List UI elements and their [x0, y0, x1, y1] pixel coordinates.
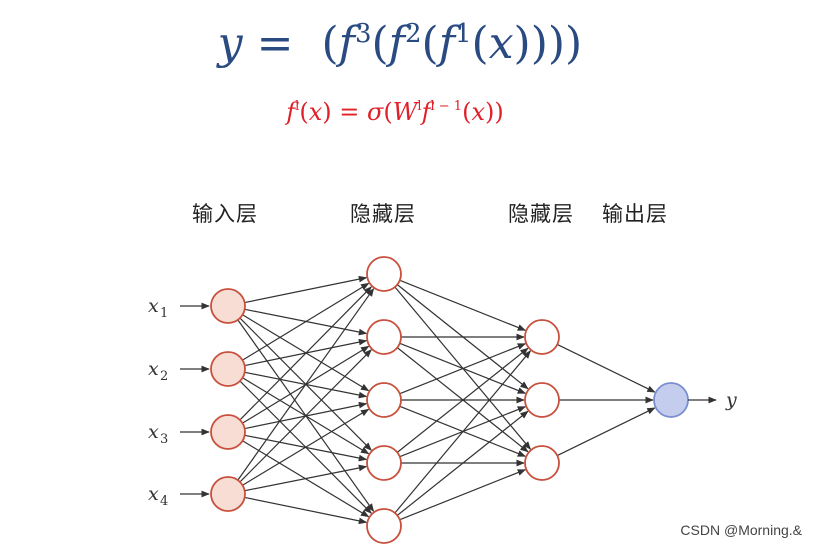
- formula-equals: =: [256, 18, 294, 69]
- hidden2-node-3: [524, 445, 560, 481]
- input-label-2: x: [148, 358, 159, 380]
- formula-f1: f: [438, 18, 455, 69]
- formula-sup-1: 1: [454, 19, 472, 49]
- sub-formula-equals: =: [339, 98, 360, 126]
- hidden-layer-1-label: 隐藏层: [350, 202, 416, 226]
- watermark: CSDN @Morning.&: [680, 522, 802, 538]
- input-label-3: x: [148, 421, 159, 443]
- connection-l1-3-to-1: [239, 286, 372, 421]
- sub-formula-W-sup: l: [417, 99, 422, 114]
- connection-l1-2-to-1: [242, 282, 370, 361]
- formula-f3: f: [338, 18, 355, 69]
- sub-formula-f: f: [286, 98, 296, 126]
- connection-l1-1-to-1: [244, 275, 368, 304]
- sub-formula-x-inner: x: [471, 98, 485, 126]
- sub-formula-sigma: σ: [366, 98, 384, 126]
- hidden2-node-1: [524, 319, 560, 355]
- network-nodes: [210, 256, 689, 544]
- formula-f2: f: [388, 18, 405, 69]
- network-composition-formula: y = (f3(f2(f1(x)))): [217, 18, 583, 69]
- sub-formula-f-inner: f: [421, 98, 431, 126]
- connection-l3-3-to-1: [557, 407, 656, 457]
- input-label-4: x: [148, 483, 159, 505]
- connection-l2-4-to-1: [396, 347, 529, 453]
- connection-l2-5-to-1: [394, 350, 531, 514]
- input-subscript-3: 3: [160, 432, 168, 447]
- hidden1-node-4: [366, 445, 402, 481]
- hidden2-node-2: [524, 382, 560, 418]
- formula-y: y: [217, 18, 243, 69]
- formula-sup-3: 3: [354, 19, 372, 49]
- output-node-1: [653, 382, 689, 418]
- input-node-4: [210, 476, 246, 512]
- input-subscript-4: 4: [160, 494, 168, 509]
- sub-formula-x: x: [308, 98, 323, 126]
- network-edges: [237, 275, 656, 525]
- hidden1-node-5: [366, 508, 402, 544]
- hidden-layer-2-label: 隐藏层: [508, 202, 574, 226]
- formula-sup-2: 2: [404, 19, 422, 49]
- connection-l2-1-to-1: [399, 279, 527, 331]
- hidden1-node-1: [366, 256, 402, 292]
- input-node-1: [210, 288, 246, 324]
- layer-formula: fl(x) = σ(Wlfl − 1(x)): [286, 98, 504, 126]
- sub-formula-f-inner-sup: l − 1: [430, 99, 463, 114]
- connection-l1-4-to-2: [239, 349, 372, 483]
- connection-l2-5-to-3: [399, 469, 527, 521]
- sub-formula-sup-l: l: [295, 99, 300, 114]
- output-layer-label: 输出层: [602, 202, 668, 226]
- input-subscript-1: 1: [160, 306, 168, 321]
- input-subscript-2: 2: [160, 369, 168, 384]
- connection-l1-4-to-3: [242, 408, 370, 486]
- connection-l2-5-to-2: [396, 410, 529, 516]
- sub-formula-W: W: [392, 98, 418, 126]
- connection-l3-1-to-1: [557, 343, 656, 393]
- connection-l1-4-to-5: [244, 496, 368, 525]
- input-layer-label: 输入层: [192, 202, 258, 226]
- output-label: y: [725, 389, 737, 411]
- connection-l1-4-to-4: [244, 464, 368, 492]
- formula-x: x: [488, 18, 514, 69]
- input-node-3: [210, 414, 246, 450]
- connection-l2-3-to-1: [399, 343, 527, 395]
- input-label-1: x: [148, 295, 159, 317]
- hidden1-node-3: [366, 382, 402, 418]
- hidden1-node-2: [366, 319, 402, 355]
- connection-l1-4-to-1: [237, 287, 375, 481]
- input-node-2: [210, 351, 246, 387]
